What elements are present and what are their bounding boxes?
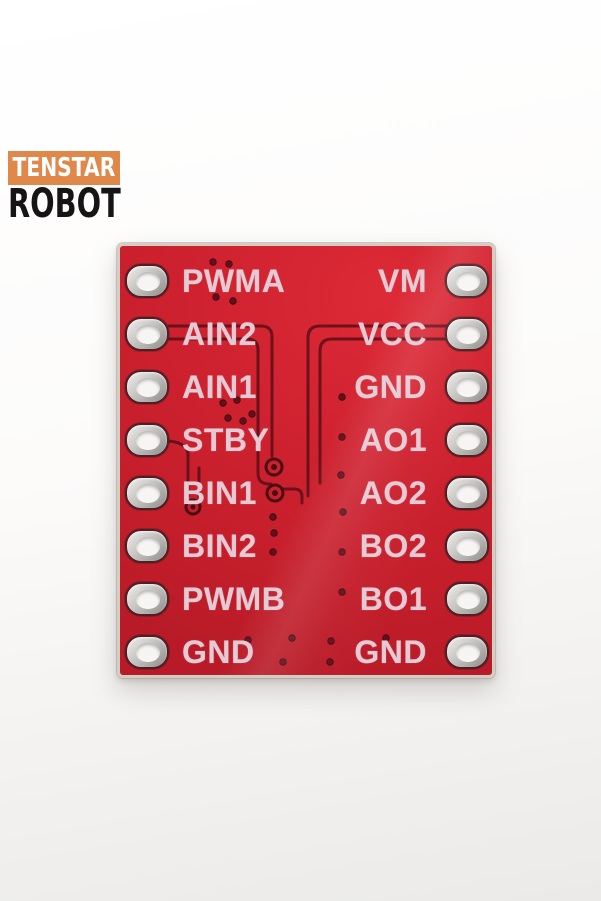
pad-hole	[136, 537, 160, 556]
pin-label: VCC	[357, 316, 427, 352]
through-hole-pad	[445, 370, 489, 404]
trace	[167, 439, 190, 498]
pad-hole	[456, 590, 480, 609]
through-hole-pad	[445, 635, 489, 669]
through-hole-pad	[125, 370, 169, 404]
through-hole-pad	[445, 264, 489, 298]
via-ring	[264, 457, 284, 477]
via-ring	[265, 483, 285, 503]
through-hole-pad	[125, 476, 169, 510]
brand-logo: TENSTAR ROBOT	[8, 151, 138, 227]
pad-hole	[136, 590, 160, 609]
pad-hole	[136, 325, 160, 344]
pin-label: AO1	[359, 422, 427, 458]
pin-label: AIN2	[182, 316, 257, 352]
via-dots	[209, 258, 390, 666]
through-hole-pad	[125, 582, 169, 616]
pcb-board: PWMA AIN2 AIN1 STBY BIN1 BIN2 PWMB GND V…	[117, 243, 495, 678]
pad-hole	[136, 378, 160, 397]
pin-label: VM	[378, 263, 427, 299]
trace	[306, 324, 449, 498]
brand-logo-badge: TENSTAR	[8, 151, 120, 185]
brand-name-bottom: ROBOT	[8, 181, 121, 227]
pad-hole	[456, 537, 480, 556]
pad-hole	[136, 643, 160, 662]
pad-hole	[456, 325, 480, 344]
pin-label: AIN1	[182, 369, 257, 405]
trace	[167, 324, 274, 458]
pin-label: BO1	[359, 581, 427, 617]
copper-traces	[167, 258, 449, 666]
pad-hole	[456, 643, 480, 662]
pad-hole	[456, 431, 480, 450]
pin-label: BIN1	[182, 475, 257, 511]
pin-label: GND	[354, 369, 427, 405]
through-hole-pad	[125, 635, 169, 669]
via-hole	[272, 490, 278, 496]
via-ring	[184, 498, 202, 516]
ring-vias	[184, 457, 285, 516]
pad-hole	[456, 378, 480, 397]
through-hole-pad	[445, 476, 489, 510]
pin-label: STBY	[182, 422, 270, 458]
pad-hole	[136, 484, 160, 503]
through-hole-pad	[125, 423, 169, 457]
trace	[281, 487, 304, 505]
brand-name-top: TENSTAR	[12, 153, 116, 183]
through-hole-pad	[125, 264, 169, 298]
pin-label: BIN2	[182, 528, 257, 564]
pin-label: GND	[182, 634, 255, 670]
via-hole	[190, 504, 196, 510]
pad-hole	[456, 484, 480, 503]
trace	[167, 337, 273, 486]
pin-label: PWMB	[182, 581, 286, 617]
pad-hole	[136, 272, 160, 291]
pin-label: BO2	[359, 528, 427, 564]
via-hole	[271, 464, 277, 470]
trace-group	[167, 324, 449, 505]
trace	[318, 337, 449, 485]
through-hole-pad	[445, 317, 489, 351]
through-hole-pad	[445, 529, 489, 563]
pin-label: PWMA	[182, 263, 286, 299]
through-hole-pad	[445, 582, 489, 616]
pad-hole	[136, 431, 160, 450]
pin-label: AO2	[359, 475, 427, 511]
through-hole-pad	[125, 529, 169, 563]
pad-hole	[456, 272, 480, 291]
through-hole-pad	[125, 317, 169, 351]
through-hole-pad	[445, 423, 489, 457]
pin-label: GND	[354, 634, 427, 670]
